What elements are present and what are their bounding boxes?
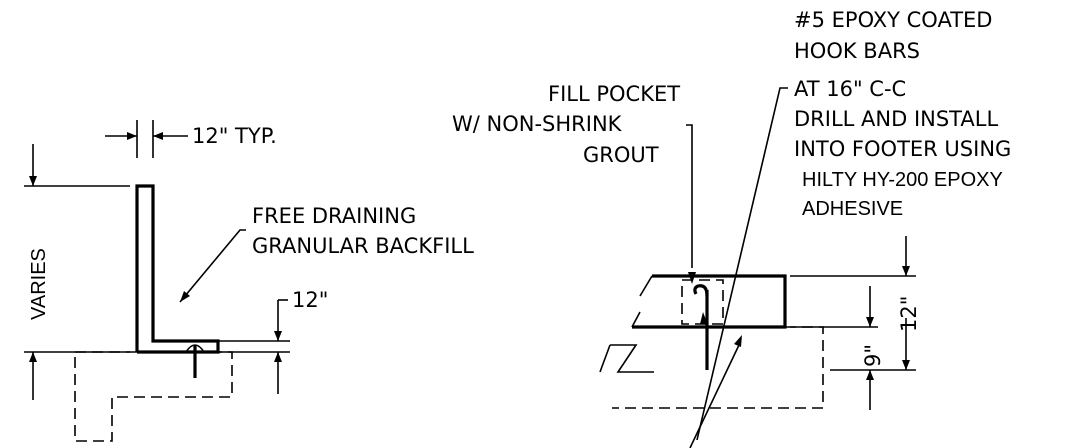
bars-note-line6: HILTY HY-200 EPOXY <box>802 169 1003 191</box>
dim-embed-label: 9" <box>861 344 885 367</box>
pocket-note-line3: GROUT <box>583 143 659 167</box>
bars-note-line1: #5 EPOXY COATED <box>794 8 992 32</box>
dim-slab-arrow-top <box>902 266 910 276</box>
dim-varies-arrow-bottom <box>29 352 37 362</box>
backfill-note-line2: GRANULAR BACKFILL <box>252 234 474 258</box>
bars-note-line2: HOOK BARS <box>794 39 920 63</box>
dowel-hook <box>185 344 205 353</box>
existing-footer-outline <box>612 326 824 409</box>
bars-note-line4: DRILL AND INSTALL <box>794 107 998 131</box>
bars-note-line5: INTO FOOTER USING <box>794 137 1011 161</box>
dim-slab-arrow-bottom <box>902 360 910 370</box>
dim-varies-arrow-top <box>29 176 37 186</box>
slab-bottom-leader <box>689 344 740 448</box>
pocket-leader <box>686 124 693 268</box>
dim-top-arrow-right <box>153 132 163 140</box>
wall-stem-outline <box>135 184 220 354</box>
existing-footing-outline <box>74 351 233 442</box>
bars-leader <box>696 87 788 441</box>
dim-base-arrow-bottom <box>274 352 282 362</box>
pocket-leader-arrow <box>688 272 696 284</box>
dim-slab-label: 12" <box>897 296 921 332</box>
dim-base-arrow-top <box>274 331 282 341</box>
dim-top-arrow-left <box>127 132 137 140</box>
bars-note-line7: ADHESIVE <box>802 198 903 220</box>
dim-varies-label: VARIES <box>28 248 50 320</box>
dim-top-label: 12" TYP. <box>192 124 277 148</box>
footer-break-edge <box>599 344 611 373</box>
footer-break-symbol <box>610 344 654 373</box>
right-slab-detail: 12" 9" FILL POCKET W/ NON-SHRINK GROUT #… <box>452 8 1011 448</box>
left-wall-detail: 12" TYP. VARIES 12" FREE DRAINING GRANUL… <box>24 120 474 442</box>
slab-break-lower <box>631 311 641 328</box>
backfill-note-line1: FREE DRAINING <box>252 204 416 228</box>
slab-break-upper <box>639 275 653 297</box>
slab-bottom-leader-arrow <box>734 335 742 347</box>
bars-leader-arrow <box>700 312 708 325</box>
backfill-leader <box>179 229 246 303</box>
pocket-note-line2: W/ NON-SHRINK <box>452 112 623 136</box>
dim-base-label: 12" <box>292 288 328 312</box>
backfill-leader-arrow <box>180 291 190 302</box>
hook-bar-bend <box>693 284 709 297</box>
pocket-note-line1: FILL POCKET <box>548 82 680 106</box>
bars-note-line3: AT 16" C-C <box>794 77 906 101</box>
dim-embed-arrow-bottom <box>866 370 874 380</box>
dim-embed-arrow-top <box>866 317 874 327</box>
